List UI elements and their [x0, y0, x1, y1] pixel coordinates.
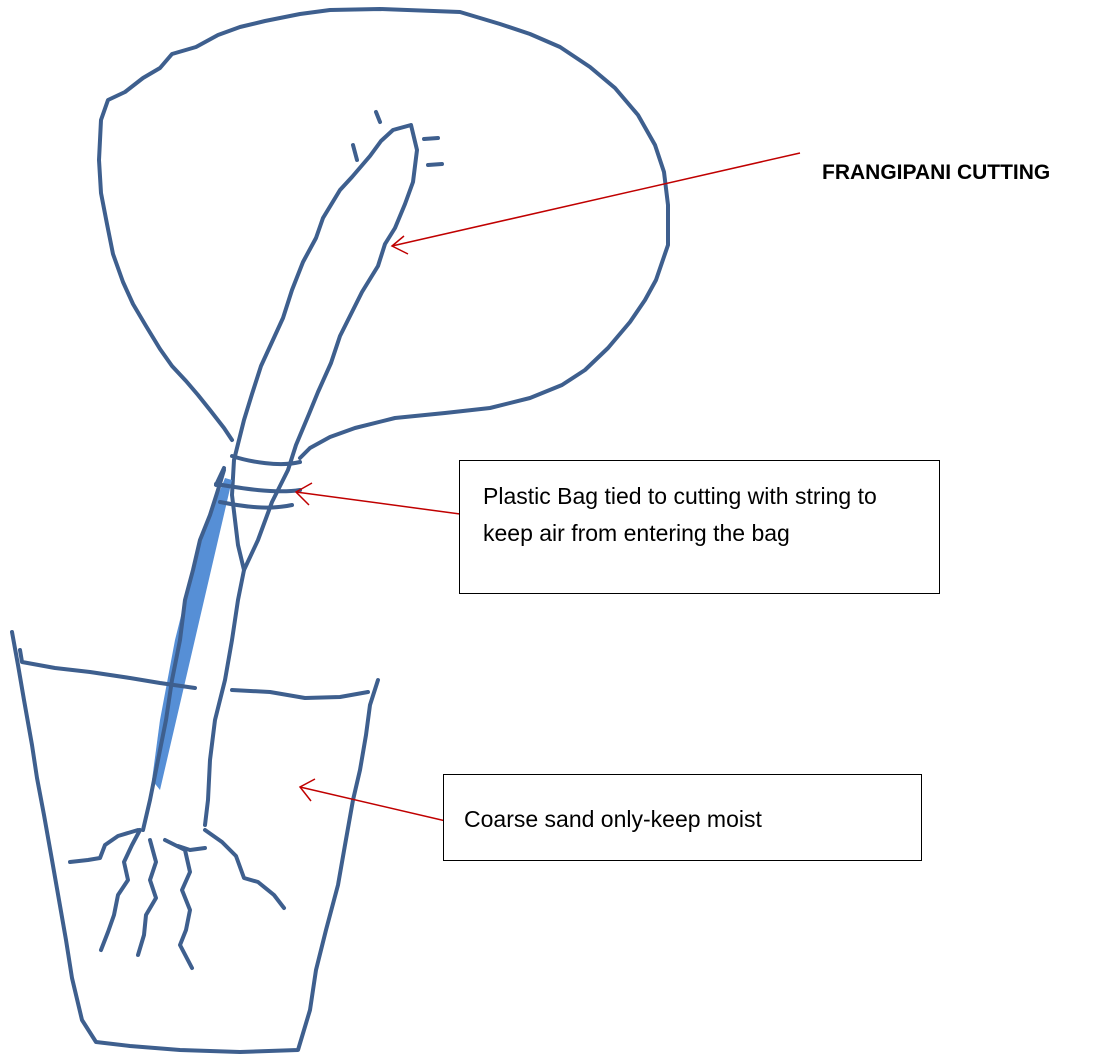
- label-box-coarse-sand: Coarse sand only-keep moist: [443, 774, 922, 861]
- pointer-cutting: [392, 153, 800, 246]
- root-1: [101, 830, 140, 950]
- pot-outline: [12, 632, 378, 1052]
- cut-top-mark: [376, 112, 380, 122]
- pointer-sand: [300, 787, 463, 825]
- root-4: [205, 830, 284, 908]
- sand-surface-line: [20, 650, 195, 688]
- plastic-bag-outline: [99, 9, 668, 458]
- string-tie-3: [220, 502, 292, 508]
- label-coarse-sand-text: Coarse sand only-keep moist: [464, 806, 762, 832]
- pointer-bag: [296, 492, 460, 514]
- root-2: [138, 840, 156, 955]
- label-frangipani-cutting: FRANGIPANI CUTTING: [822, 161, 1050, 185]
- stem-right-edge: [205, 570, 244, 825]
- root-5: [178, 846, 205, 850]
- stem-lower-fill: [152, 478, 232, 790]
- label-plastic-bag-text: Plastic Bag tied to cutting with string …: [483, 483, 877, 546]
- cut-right-mark-1: [424, 138, 438, 139]
- frangipani-cutting-fill: [232, 125, 417, 570]
- cut-side-mark: [353, 145, 357, 160]
- root-3: [165, 840, 192, 968]
- sand-surface-line-right: [232, 690, 368, 698]
- label-box-plastic-bag: Plastic Bag tied to cutting with string …: [459, 460, 940, 594]
- cut-right-mark-2: [428, 164, 442, 165]
